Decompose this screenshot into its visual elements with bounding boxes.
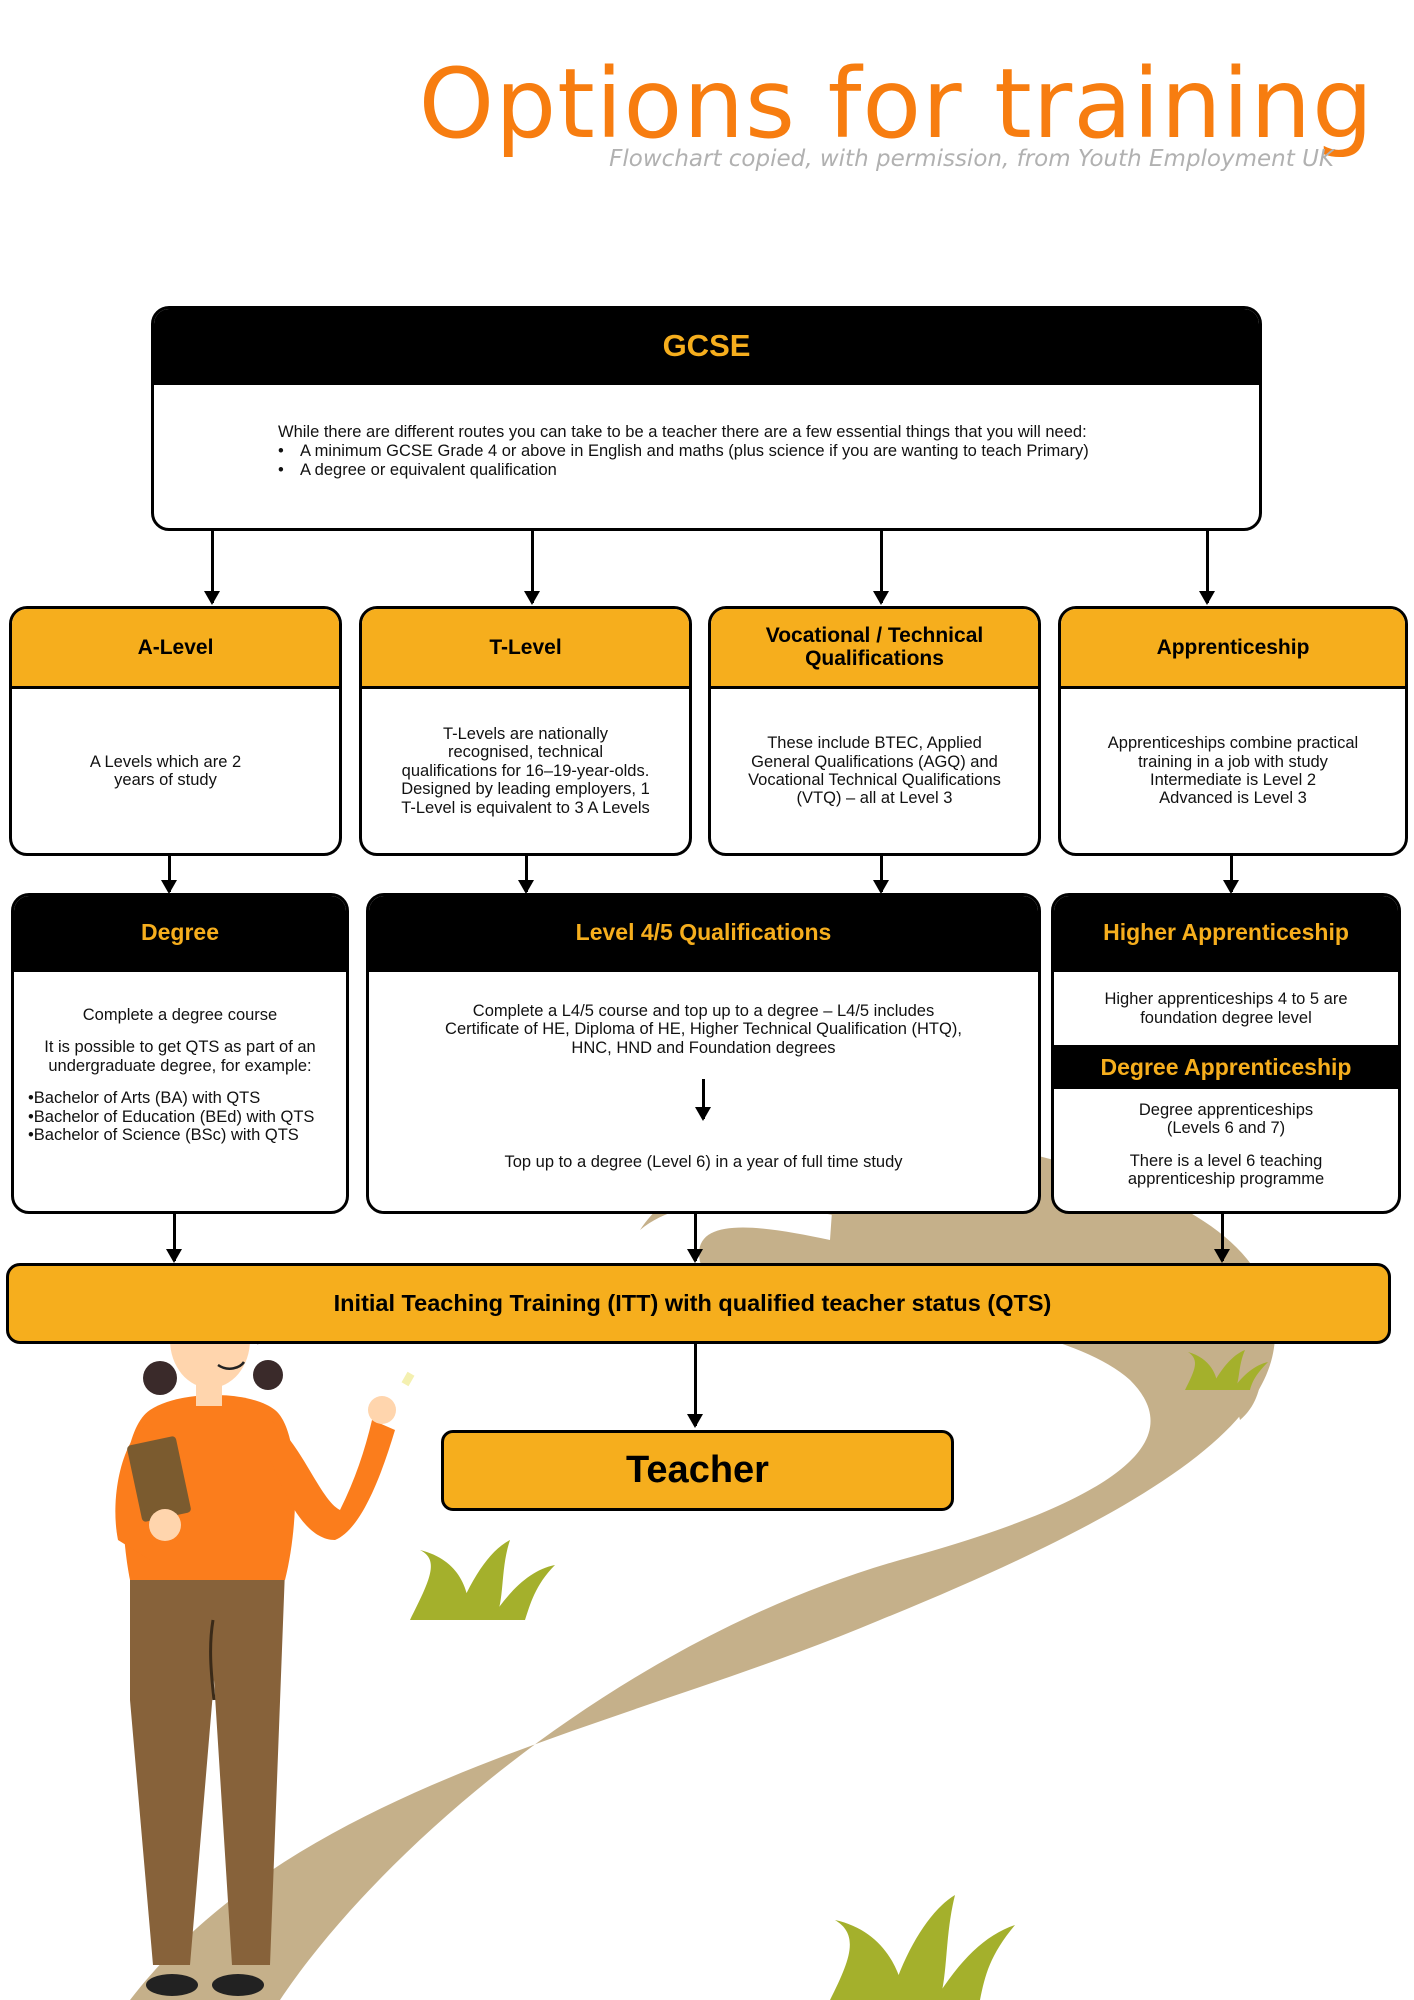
page-title: Options for training [418,48,1374,160]
apprenticeship-title: Apprenticeship [1061,609,1405,689]
shoe-icon [212,1974,264,1996]
teacher-label: Teacher [626,1449,769,1491]
level45-topup: Top up to a degree (Level 6) in a year o… [504,1153,903,1172]
grass-tuft-icon [1185,1350,1268,1390]
winding-path-top [640,1149,1262,1420]
shoe-icon [146,1974,198,1996]
degree-box: Degree Complete a degree course It is po… [11,893,349,1214]
arrow-connector [1223,856,1239,894]
arrow-connector [204,531,220,605]
t-level-title: T-Level [362,609,689,689]
down-arrow-icon [695,1079,711,1122]
arrow-connector [166,1214,182,1263]
level45-box: Level 4/5 Qualifications Complete a L4/5… [366,893,1041,1214]
degree-apprenticeship-description: Degree apprenticeships (Levels 6 and 7) … [1127,1101,1325,1189]
higher-apprenticeship-title: Higher Apprenticeship [1054,896,1398,972]
higher-apprenticeship-box: Higher Apprenticeship Higher apprentices… [1051,893,1401,1214]
arrow-connector [518,856,534,894]
teacher-figure [115,1279,415,1996]
list-item: •Bachelor of Education (BEd) with QTS [28,1107,315,1126]
gcse-bullet-list: •A minimum GCSE Grade 4 or above in Engl… [278,442,1259,480]
itt-label: Initial Teaching Training (ITT) with qua… [333,1290,1052,1316]
grass-tuft-icon [830,1895,1015,2000]
level45-title: Level 4/5 Qualifications [369,896,1038,972]
teacher-box: Teacher [441,1430,954,1511]
degree-title: Degree [14,896,346,972]
book-icon [127,1436,191,1522]
list-item: •Bachelor of Arts (BA) with QTS [28,1089,261,1108]
list-item: •A minimum GCSE Grade 4 or above in Engl… [278,441,1089,460]
degree-description: Complete a degree course It is possible … [14,972,346,1145]
itt-box: Initial Teaching Training (ITT) with qua… [6,1263,1391,1344]
degree-apprenticeship-title: Degree Apprenticeship [1054,1045,1398,1089]
arrow-connector [1199,531,1215,605]
arrow-connector [687,1344,703,1428]
arrow-connector [524,531,540,605]
teacher-legs [130,1570,285,1965]
grass-tuft-icon [410,1540,555,1620]
gcse-intro: While there are different routes you can… [278,423,1087,441]
a-level-title: A-Level [12,609,339,689]
gcse-title: GCSE [154,309,1259,385]
arrow-connector [873,531,889,605]
list-item: •Bachelor of Science (BSc) with QTS [28,1126,299,1145]
gcse-body: While there are different routes you can… [154,385,1259,480]
arrow-connector [873,856,889,894]
level45-description: Complete a L4/5 course and top up to a d… [369,972,1038,1172]
arrow-connector [687,1214,703,1263]
page-subtitle: Flowchart copied, with permission, from … [609,146,1334,172]
arrow-connector [1214,1214,1230,1263]
list-item: •A degree or equivalent qualification [278,460,557,479]
gcse-box: GCSE While there are different routes yo… [151,306,1262,531]
apprenticeship-box: Apprenticeship Apprenticeships combine p… [1058,606,1408,856]
arrow-connector [161,856,177,894]
